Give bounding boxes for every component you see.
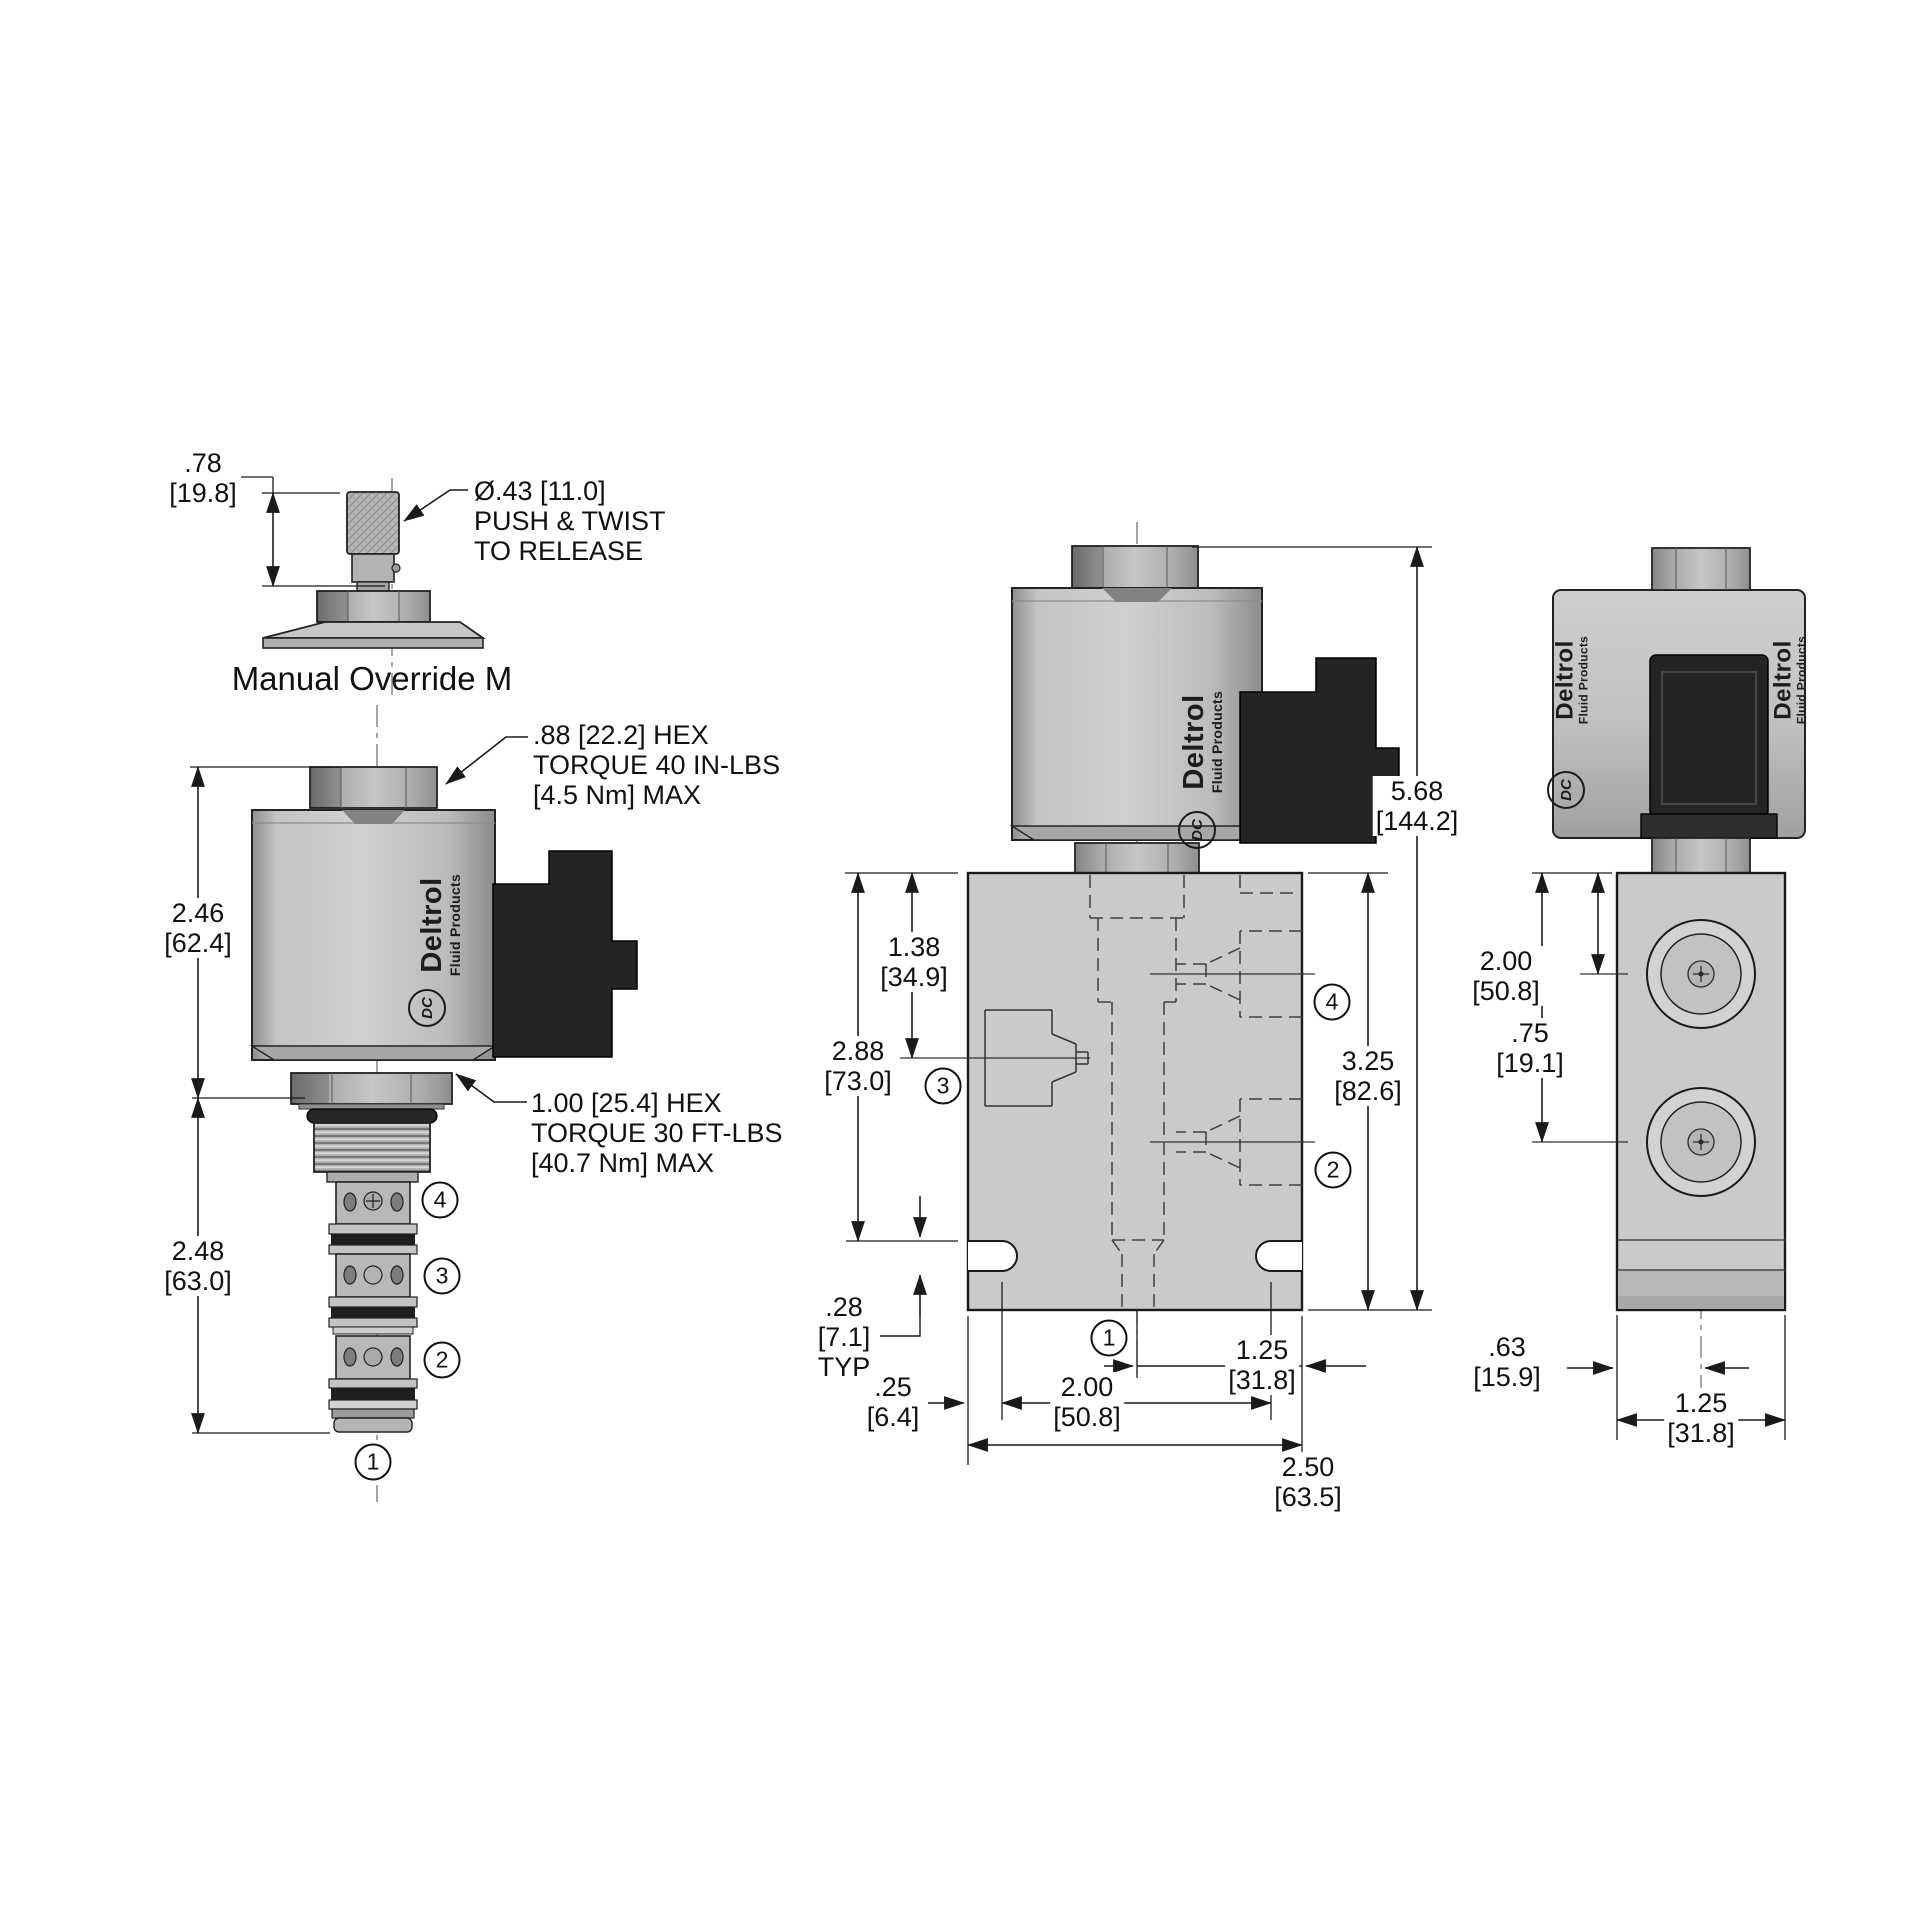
coil-nut-callout-leader: [445, 736, 528, 785]
side-port1-label: 1: [354, 1443, 392, 1481]
end-coil-nut: [1651, 547, 1751, 591]
override-callout: Ø.43 [11.0] PUSH & TWIST TO RELEASE: [472, 476, 668, 566]
dim-edge-to-center: .63 [15.9]: [1470, 1332, 1544, 1392]
end-port-lower: [1646, 1087, 1756, 1197]
front-port2-label: 2: [1314, 1151, 1352, 1189]
front-port4-label: 4: [1313, 983, 1351, 1021]
override-flange: [262, 621, 486, 639]
front-coil-nut: [1071, 545, 1199, 589]
dim-center-to-edge: 1.25 [31.8]: [1225, 1335, 1299, 1395]
front-solenoid-coil: [1011, 587, 1263, 841]
end-view-geometry: [1532, 547, 1806, 1440]
dim-overall-height: 5.68 [144.2]: [1372, 776, 1462, 836]
mounting-slot-right: [1256, 1241, 1302, 1271]
override-collar: [351, 553, 395, 583]
manifold-block-front: [966, 871, 1304, 1312]
dim-slot-centers: 2.00 [50.8]: [1050, 1372, 1124, 1432]
dim-coil-height: 2.46 [62.4]: [161, 898, 235, 958]
side-port3-label: 3: [423, 1257, 461, 1295]
front-lock-nut: [1074, 842, 1200, 874]
dim-override-height: .78 [19.8]: [166, 448, 240, 508]
brand-marking-end-right: Deltrol Fluid Products: [1769, 635, 1810, 725]
override-detail-geometry: [241, 476, 486, 700]
brand-marking-end-left: Deltrol Fluid Products: [1551, 635, 1592, 725]
locknut-callout-leader: [455, 1073, 527, 1103]
side-view-geometry: [190, 705, 638, 1502]
oring-top: [306, 1108, 438, 1124]
end-din-connector: [1649, 654, 1769, 818]
oring-groove-2: [331, 1307, 415, 1318]
cartridge-nose: [333, 1417, 413, 1433]
mounting-slot-left: [968, 1241, 1017, 1271]
din-connector-side: [492, 850, 638, 1058]
coil-nut-callout: .88 [22.2] HEX TORQUE 40 IN-LBS [4.5 Nm]…: [531, 720, 783, 810]
dim-end-port2-from-top: 2.00 [50.8]: [1469, 946, 1543, 1006]
front-din-connector: [1239, 657, 1400, 844]
brand-logo-front: DC: [1178, 811, 1216, 849]
dim-cartridge-length: 2.48 [63.0]: [161, 1236, 235, 1296]
side-port4-label: 4: [421, 1181, 459, 1219]
dim-port3-from-top: 1.38 [34.9]: [877, 932, 951, 992]
coil-nut: [309, 766, 438, 809]
dim-slot-from-top: 2.88 [73.0]: [821, 1036, 895, 1096]
end-lock-nut: [1651, 837, 1751, 874]
override-callout-leader: [403, 489, 468, 522]
side-port2-label: 2: [423, 1341, 461, 1379]
cartridge-lock-nut: [290, 1072, 453, 1105]
override-knurled-knob: [346, 491, 400, 555]
dim-end-port4-from-top: .75 [19.1]: [1493, 1018, 1567, 1078]
end-port-upper: [1646, 919, 1756, 1029]
brand-logo-side: DC: [408, 989, 446, 1027]
oring-groove-3: [331, 1388, 415, 1400]
brand-logo-end: DC: [1547, 771, 1585, 809]
solenoid-coil: [251, 809, 496, 1061]
port3-cup: [984, 1009, 1089, 1107]
brand-marking-front: Deltrol Fluid Products: [1178, 690, 1225, 794]
front-port3-label: 3: [924, 1067, 962, 1105]
front-view-geometry: [845, 522, 1432, 1465]
brand-marking-side: Deltrol Fluid Products: [416, 873, 463, 977]
dim-edge-to-slot: .25 [6.4]: [863, 1372, 923, 1432]
locknut-callout: 1.00 [25.4] HEX TORQUE 30 FT-LBS [40.7 N…: [529, 1088, 785, 1178]
front-port1-label: 1: [1090, 1319, 1128, 1357]
dim-block-width: 2.50 [63.5]: [1271, 1452, 1345, 1512]
override-hex-nut: [316, 590, 431, 623]
dim-block-height: 3.25 [82.6]: [1331, 1046, 1405, 1106]
cartridge-threads: [313, 1122, 431, 1173]
override-title: Manual Override M: [231, 660, 513, 697]
dim-end-block-width: 1.25 [31.8]: [1664, 1388, 1738, 1448]
dim-slot-height: .28 [7.1] TYP: [814, 1292, 874, 1382]
oring-groove-1: [331, 1234, 415, 1245]
